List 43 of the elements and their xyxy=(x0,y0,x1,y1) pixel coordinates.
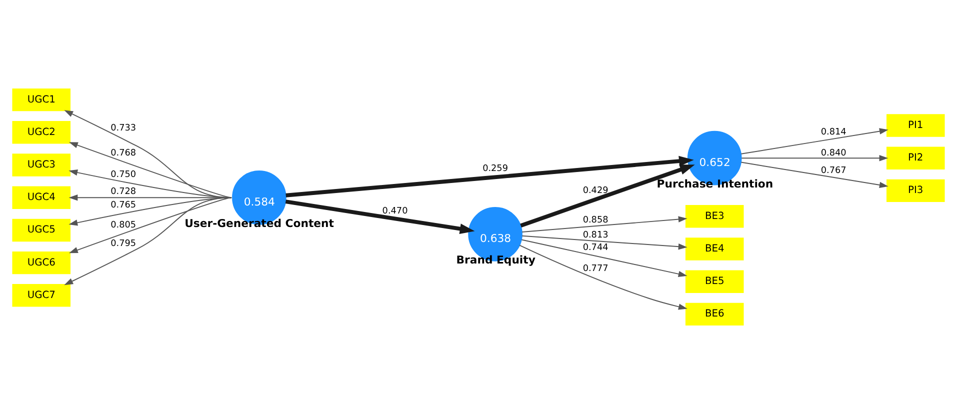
node-box: UGC1 xyxy=(12,88,71,112)
edge-label: 0.814 xyxy=(820,128,846,138)
edge-label: 0.750 xyxy=(110,170,136,180)
node-box: PI1 xyxy=(886,114,945,137)
edge-label: 0.858 xyxy=(582,216,608,226)
node-box: BE6 xyxy=(685,302,744,326)
node-box: PI3 xyxy=(886,179,945,202)
node-box: BE3 xyxy=(685,205,744,228)
edge-label: 0.733 xyxy=(110,124,136,134)
node-box: UGC3 xyxy=(12,154,71,176)
node-box: UGC5 xyxy=(12,218,71,242)
edge-label: 0.728 xyxy=(110,186,136,197)
node-box: PI2 xyxy=(886,146,945,170)
edge-label: 0.744 xyxy=(582,243,608,254)
arrow xyxy=(519,244,688,310)
arrow xyxy=(740,128,888,154)
arrow xyxy=(521,239,688,278)
edge-label: 0.805 xyxy=(110,220,136,230)
arrow xyxy=(741,154,888,162)
node-box: UGC6 xyxy=(12,251,71,274)
edge-label: 0.429 xyxy=(582,186,608,196)
node-box: BE5 xyxy=(685,270,744,293)
arrow xyxy=(522,216,688,233)
node-box: UGC4 xyxy=(12,186,71,209)
node-box: UGC2 xyxy=(12,121,71,144)
arrow xyxy=(285,200,475,234)
edge-label: 0.767 xyxy=(820,166,846,176)
edge-label: 0.777 xyxy=(582,264,608,274)
edge-label: 0.795 xyxy=(110,239,136,250)
node-box: UGC7 xyxy=(12,284,71,307)
arrow xyxy=(286,156,694,198)
edge-label: 0.840 xyxy=(820,148,846,158)
arrow xyxy=(740,162,888,188)
edge-label: 0.768 xyxy=(110,148,136,158)
edge-label: 0.765 xyxy=(110,200,136,211)
edge-label: 0.470 xyxy=(382,206,408,217)
edge-label: 0.813 xyxy=(582,230,608,240)
arrow xyxy=(68,197,232,254)
arrow xyxy=(520,164,695,228)
arrow xyxy=(522,235,688,250)
node-box: BE4 xyxy=(685,238,744,260)
edge-label: 0.259 xyxy=(482,164,508,174)
arrow xyxy=(64,197,232,286)
